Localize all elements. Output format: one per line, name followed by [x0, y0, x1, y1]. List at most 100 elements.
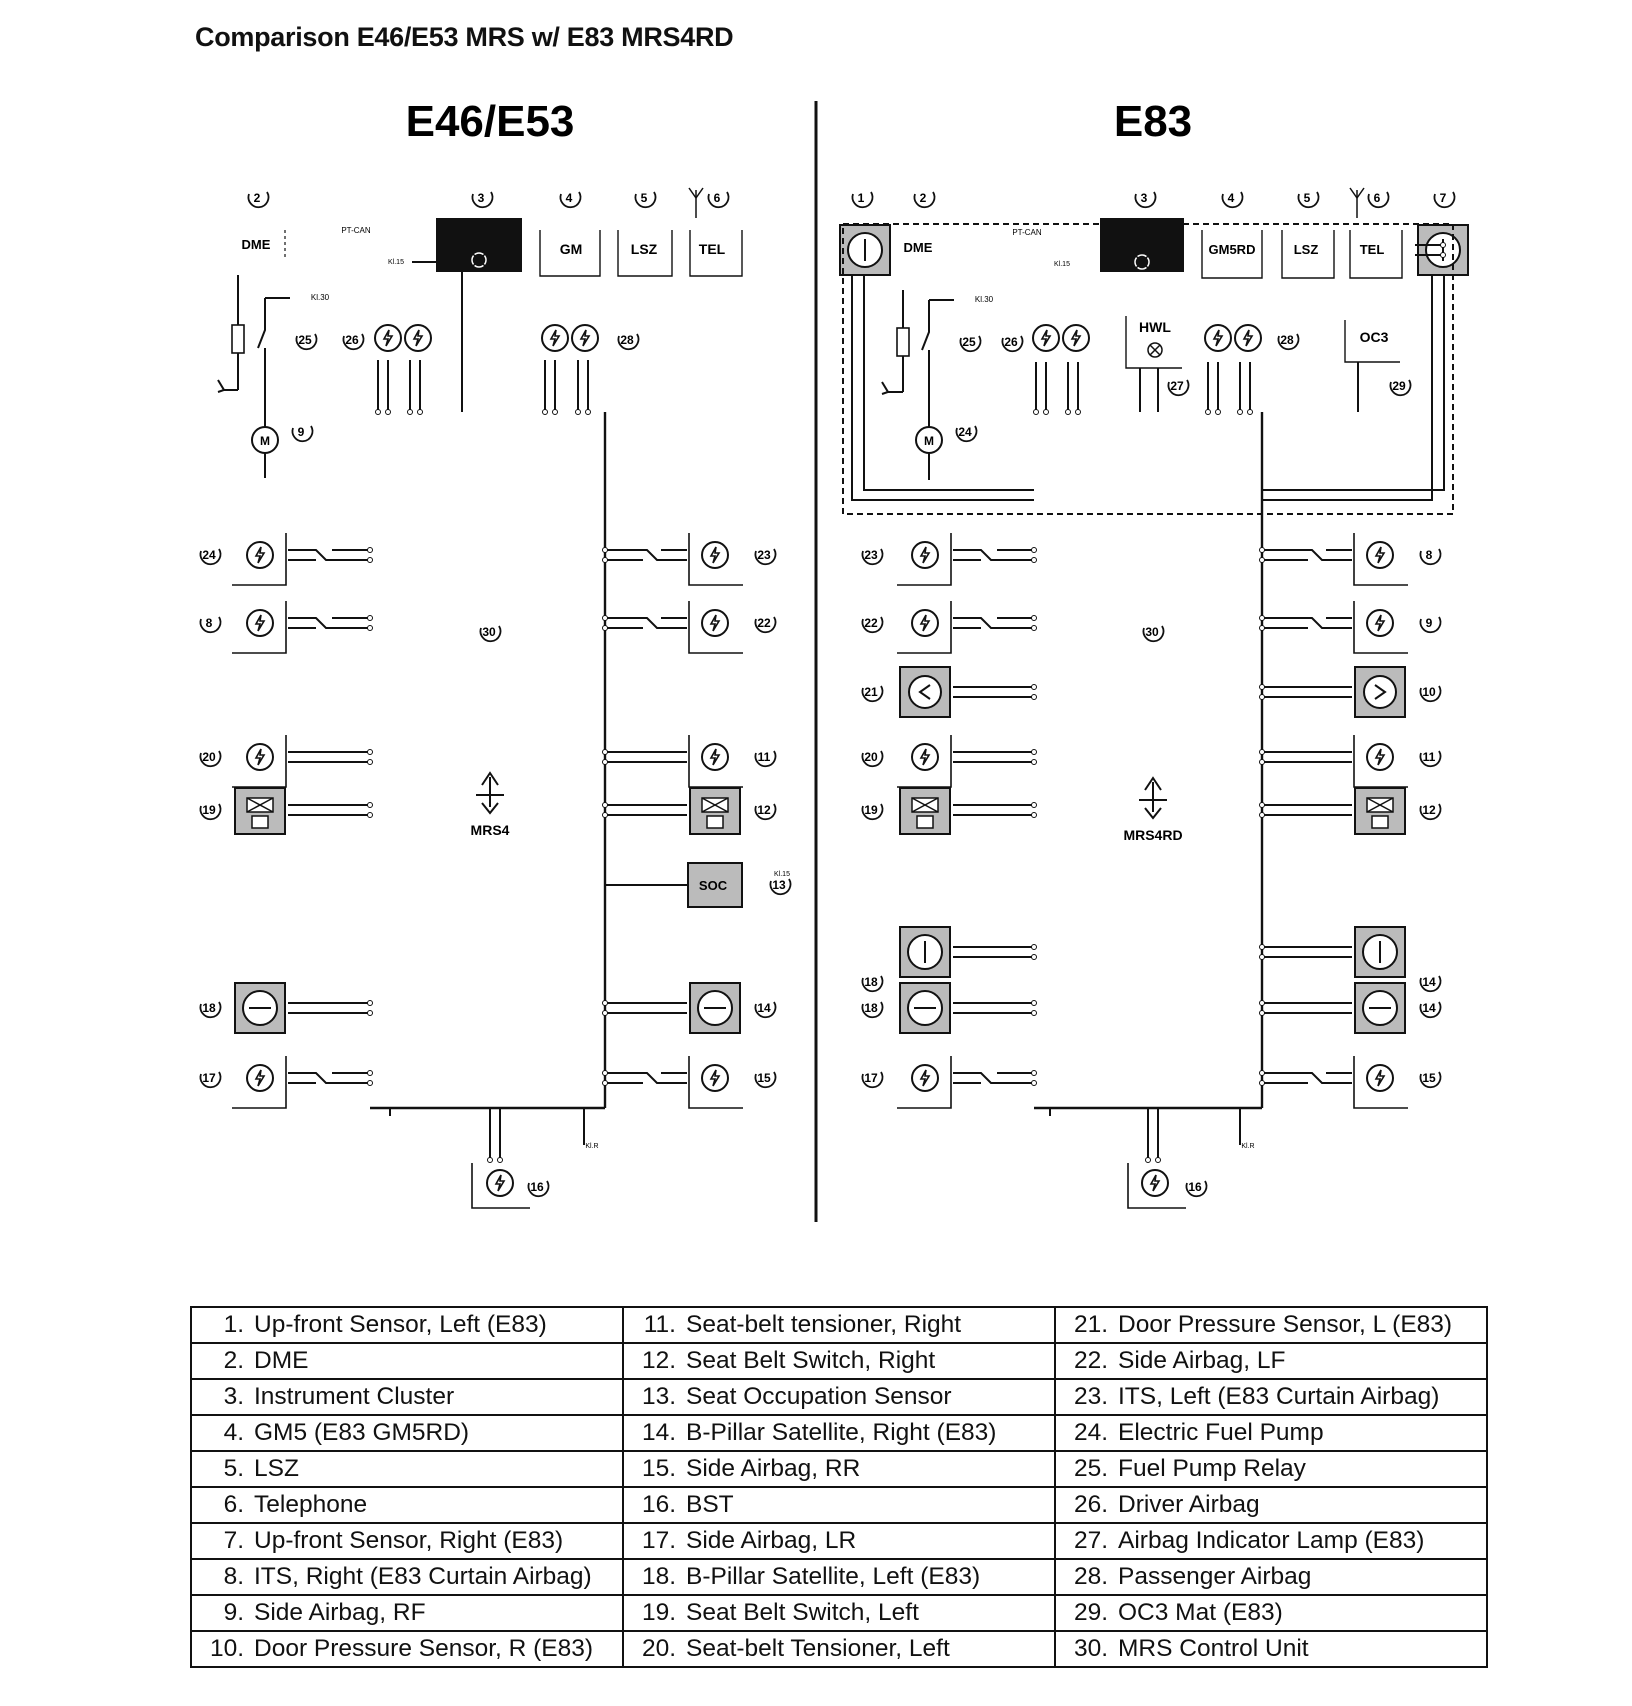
airbag-icon: [701, 1064, 729, 1092]
callout-arc: [1433, 191, 1456, 209]
module-oc3-label: OC3: [1360, 329, 1389, 345]
airbag-icon: [1032, 324, 1060, 352]
component-frame: [1353, 533, 1408, 586]
airbag-icon: [404, 324, 432, 352]
callout-arc: [861, 1001, 884, 1019]
callout-number: 8: [206, 616, 213, 630]
callout-18: 18: [861, 975, 884, 993]
callout-14: 14: [1419, 975, 1442, 993]
airbag-icon: [571, 324, 599, 352]
connector-pin: [1440, 242, 1446, 248]
switch-cross: [1366, 797, 1394, 813]
connector-pin: [1259, 547, 1265, 553]
legend-number: 19.: [641, 1599, 676, 1626]
airbag-icon: [374, 324, 402, 352]
callout-number: 21: [864, 685, 878, 699]
callout-number: 13: [772, 878, 786, 892]
connector-pin: [1031, 694, 1037, 700]
callout-number: 6: [714, 191, 721, 205]
callout-number: 9: [1426, 616, 1433, 630]
callout-19: 19: [861, 803, 884, 821]
callout-number: 4: [566, 191, 573, 205]
connector-pin: [1259, 759, 1265, 765]
antenna-icon: [1349, 187, 1365, 200]
legend-text: Up-front Sensor, Right (E83): [254, 1527, 564, 1554]
callout-number: 12: [757, 803, 771, 817]
connector-pin: [1031, 625, 1037, 631]
legend-number: 2.: [223, 1347, 244, 1374]
callout-arc: [634, 191, 657, 209]
component-frame: [897, 533, 952, 586]
instrument-cluster-block: [1100, 218, 1184, 272]
module-gm-label: GM: [560, 241, 583, 257]
legend-cell: 26.Driver Airbag: [1054, 1486, 1488, 1524]
legend-cell: 6.Telephone: [190, 1486, 624, 1524]
callout-number: 28: [620, 333, 634, 347]
callout-17: 17: [199, 1071, 222, 1089]
callout-arc: [1389, 379, 1412, 397]
connector-pin: [367, 1070, 373, 1076]
airbag-icon: [1366, 609, 1394, 637]
pressure-arrow: [1374, 684, 1387, 700]
callout-22: 22: [754, 616, 777, 634]
mrs-symbol-arrow: [481, 802, 499, 815]
legend-number: 16.: [641, 1491, 676, 1518]
component-frame: [617, 230, 673, 277]
legend-cell: 17.Side Airbag, LR: [622, 1522, 1056, 1560]
callout-arc: [199, 750, 222, 768]
callout-arc: [1419, 750, 1442, 768]
connector-pin: [487, 1157, 493, 1163]
connector-pin: [1031, 1000, 1037, 1006]
callout-arc: [1367, 191, 1390, 209]
connector-pin: [602, 557, 608, 563]
legend-number: 22.: [1073, 1347, 1108, 1374]
legend-cell: 4.GM5 (E83 GM5RD): [190, 1414, 624, 1452]
airbag-icon: [1366, 541, 1394, 569]
callout-15: 15: [1419, 1071, 1442, 1089]
connector-pin: [367, 1010, 373, 1016]
callout-26: 26: [1001, 335, 1024, 353]
connector-pin: [367, 615, 373, 621]
callout-number: 23: [864, 548, 878, 562]
wire: [605, 617, 687, 629]
connector-pin: [542, 409, 548, 415]
callout-arc: [1001, 335, 1024, 353]
callout-11: 11: [754, 750, 777, 768]
motor-label: M: [924, 434, 934, 448]
callout-7: 7: [1433, 191, 1456, 209]
airbag-icon: [911, 743, 939, 771]
callout-6: 6: [707, 191, 730, 209]
callout-arc: [913, 191, 936, 209]
airbag-icon: [1234, 324, 1262, 352]
connector-pin: [367, 812, 373, 818]
legend-cell: 25.Fuel Pump Relay: [1054, 1450, 1488, 1488]
callout-16: 16: [1185, 1180, 1208, 1198]
callout-arc: [342, 333, 365, 351]
connector-pin: [1259, 1070, 1265, 1076]
terminal-label: Kl.15: [1054, 261, 1070, 268]
callout-number: 26: [345, 333, 359, 347]
callout-5: 5: [634, 191, 657, 209]
airbag-icon: [701, 609, 729, 637]
connector-pin: [602, 1070, 608, 1076]
callout-12: 12: [1419, 803, 1442, 821]
callout-6: 6: [1367, 191, 1390, 209]
connector-pin: [417, 409, 423, 415]
callout-28: 28: [1277, 333, 1300, 351]
connector-pin: [367, 1080, 373, 1086]
callout-14: 14: [754, 1001, 777, 1019]
page-title: Comparison E46/E53 MRS w/ E83 MRS4RD: [195, 22, 734, 52]
callout-24: 24: [955, 425, 978, 443]
callout-arc: [295, 333, 318, 351]
connector-pin: [1259, 1080, 1265, 1086]
connector-pin: [1031, 557, 1037, 563]
connector-pin: [367, 802, 373, 808]
module-dme-label: DME: [242, 237, 271, 252]
callout-number: 4: [1228, 191, 1235, 205]
module-tel-label: TEL: [1360, 242, 1385, 257]
component-frame: [1349, 230, 1403, 279]
legend-cell: 20.Seat-belt Tensioner, Left: [622, 1630, 1056, 1668]
callout-number: 5: [1304, 191, 1311, 205]
